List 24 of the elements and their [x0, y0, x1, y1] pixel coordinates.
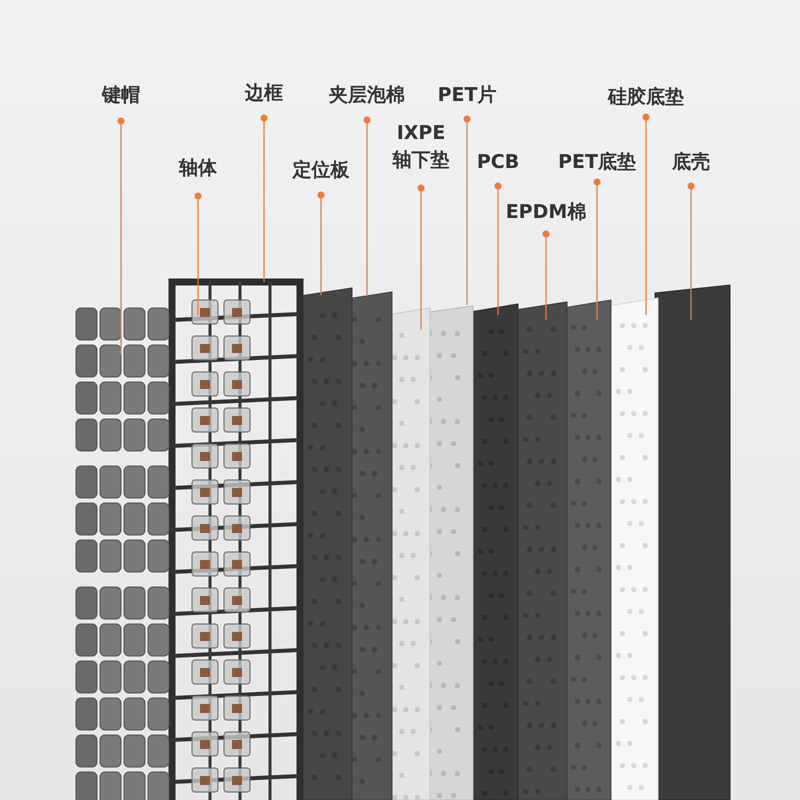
leader-line — [118, 118, 124, 355]
part-label: IXPE 轴下垫 — [386, 120, 456, 174]
leader-line — [418, 184, 424, 330]
part-label: 边框 — [245, 80, 283, 107]
part-label: 键帽 — [102, 82, 140, 109]
leader-line — [542, 230, 550, 320]
leader-line — [194, 192, 202, 315]
part-label: PET片 — [438, 82, 496, 109]
leader-line — [464, 116, 470, 305]
leader-line — [318, 192, 324, 295]
leader-line — [594, 178, 600, 320]
part-label: 夹层泡棉 — [329, 82, 405, 109]
leader-line — [642, 114, 650, 315]
part-label: 定位板 — [292, 157, 350, 184]
part-label: PCB — [476, 149, 520, 176]
part-label: EPDM棉 — [506, 199, 586, 226]
leader-line — [260, 114, 268, 282]
part-label: 硅胶底垫 — [608, 84, 684, 111]
part-label: 底壳 — [672, 149, 710, 176]
part-label: 轴体 — [179, 155, 217, 182]
leader-line — [688, 182, 694, 320]
part-label: PET底垫 — [558, 149, 636, 176]
leader-line — [494, 182, 502, 315]
leader-line — [364, 116, 370, 296]
